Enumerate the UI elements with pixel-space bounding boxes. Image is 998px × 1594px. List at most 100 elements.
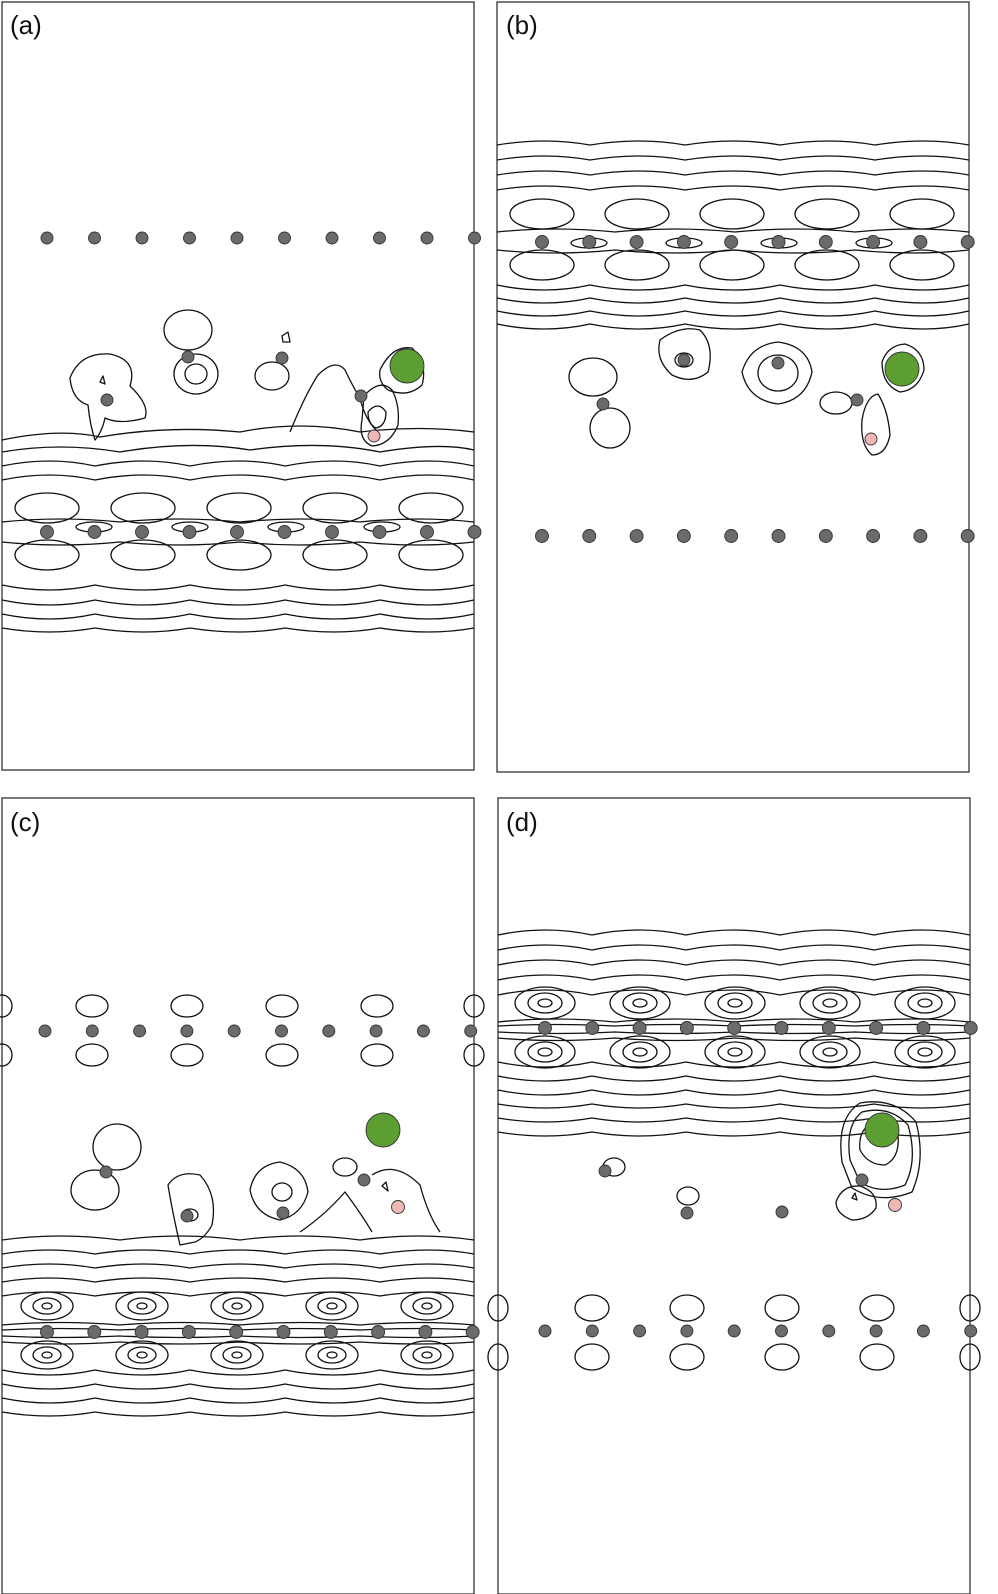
- small-atom: [888, 1198, 902, 1212]
- substrate-atom: [866, 529, 881, 543]
- contour-loop: [632, 1047, 648, 1057]
- substrate-atom: [418, 1325, 433, 1339]
- contour-loop: [360, 994, 394, 1018]
- contour-loop: [412, 1346, 442, 1364]
- contour-loop: [20, 1340, 74, 1370]
- contour-loop: [799, 1035, 861, 1069]
- contour-loop: [794, 249, 860, 281]
- contour-loop: [14, 492, 80, 524]
- contour-loop: [398, 492, 464, 524]
- substrate-atom: [960, 235, 975, 249]
- substrate-atom: [916, 1021, 931, 1035]
- substrate-atom: [676, 529, 691, 543]
- contour-loop: [360, 1043, 394, 1067]
- contour-loop: [305, 1291, 359, 1321]
- adsorbate-atom: [850, 393, 864, 407]
- substrate-atom: [585, 1324, 599, 1338]
- adsorbate-atom: [181, 350, 195, 364]
- substrate-atom: [818, 235, 833, 249]
- contour-loop: [822, 1047, 838, 1057]
- contour-loop: [14, 539, 80, 571]
- substrate-atom: [535, 529, 549, 543]
- substrate-atom: [323, 1325, 338, 1339]
- contour-loop: [254, 361, 290, 391]
- substrate-atom: [771, 235, 786, 249]
- substrate-atom: [467, 525, 482, 539]
- contour-loop: [127, 1297, 157, 1315]
- contour-loop: [699, 249, 765, 281]
- substrate-atom: [182, 525, 197, 539]
- small-atom: [367, 429, 381, 443]
- contour-loop: [574, 1343, 610, 1371]
- substrate-atom: [134, 1325, 149, 1339]
- contour-loop: [609, 1035, 671, 1069]
- contour-loop: [822, 998, 838, 1008]
- contour-loop: [127, 1346, 157, 1364]
- contour-loop: [812, 1041, 848, 1063]
- substrate-atom: [420, 231, 434, 245]
- substrate-atom: [369, 1024, 383, 1038]
- contour-loop: [222, 1297, 252, 1315]
- contour-loop: [222, 1346, 252, 1364]
- contour-loop: [704, 986, 766, 1020]
- substrate-atom: [629, 529, 644, 543]
- substrate-atom: [964, 1324, 978, 1338]
- small-atom: [864, 432, 878, 446]
- substrate-atom: [633, 1324, 647, 1338]
- contour-loop: [170, 994, 204, 1018]
- contour-loop: [173, 353, 219, 395]
- panel-b: (b): [496, 1, 975, 773]
- substrate-atom: [465, 1325, 480, 1339]
- substrate-atom: [87, 1325, 102, 1339]
- adsorbate-atom: [680, 1206, 694, 1220]
- contour-loop: [400, 1291, 454, 1321]
- panel-a-frame: [1, 1, 475, 771]
- substrate-atom: [629, 235, 644, 249]
- substrate-atom: [963, 1021, 978, 1035]
- adsorbate-atom: [596, 397, 610, 411]
- panel-c-label: (c): [10, 807, 40, 837]
- panel-a: (a): [1, 1, 482, 771]
- contour-loop: [669, 1294, 705, 1322]
- contour-loop: [302, 539, 368, 571]
- substrate-atom: [325, 525, 339, 539]
- substrate-atom: [276, 1325, 291, 1339]
- contour-loop: [271, 1182, 293, 1202]
- large-atom: [864, 1112, 900, 1148]
- contour-loop: [136, 1351, 148, 1359]
- contour-loop: [231, 1302, 243, 1310]
- substrate-atom: [869, 1021, 884, 1035]
- panel-c-contours: [0, 994, 485, 1417]
- panel-c-frame: [1, 797, 475, 1594]
- panel-d: (d): [487, 797, 981, 1594]
- substrate-atom: [913, 529, 928, 543]
- contour-loop: [32, 1346, 62, 1364]
- contour-loop: [717, 1041, 753, 1063]
- contour-loop: [604, 198, 670, 230]
- contour-loop: [859, 1294, 895, 1322]
- substrate-atom: [416, 1024, 430, 1038]
- substrate-atom: [373, 231, 386, 245]
- adsorbate-atom: [99, 1165, 113, 1179]
- contour-loop: [674, 352, 694, 368]
- adsorbate-atom: [354, 389, 368, 403]
- contour-loop: [400, 1340, 454, 1370]
- substrate-atom: [40, 231, 54, 245]
- substrate-atom: [325, 231, 339, 245]
- contour-loop: [609, 986, 671, 1020]
- contour-loop: [210, 1340, 264, 1370]
- panel-c: (c): [0, 797, 485, 1594]
- contour-loop: [163, 309, 213, 351]
- adsorbate-atom: [855, 1173, 869, 1187]
- adsorbate-atom: [275, 351, 289, 365]
- contour-loop: [206, 539, 272, 571]
- substrate-atom: [724, 235, 739, 249]
- substrate-atom: [40, 525, 54, 539]
- adsorbate-atom: [677, 353, 691, 367]
- contour-loop: [907, 1041, 943, 1063]
- substrate-atom: [771, 529, 786, 543]
- substrate-atom: [135, 231, 149, 245]
- contour-loop: [326, 1351, 338, 1359]
- contour-loop: [527, 1041, 563, 1063]
